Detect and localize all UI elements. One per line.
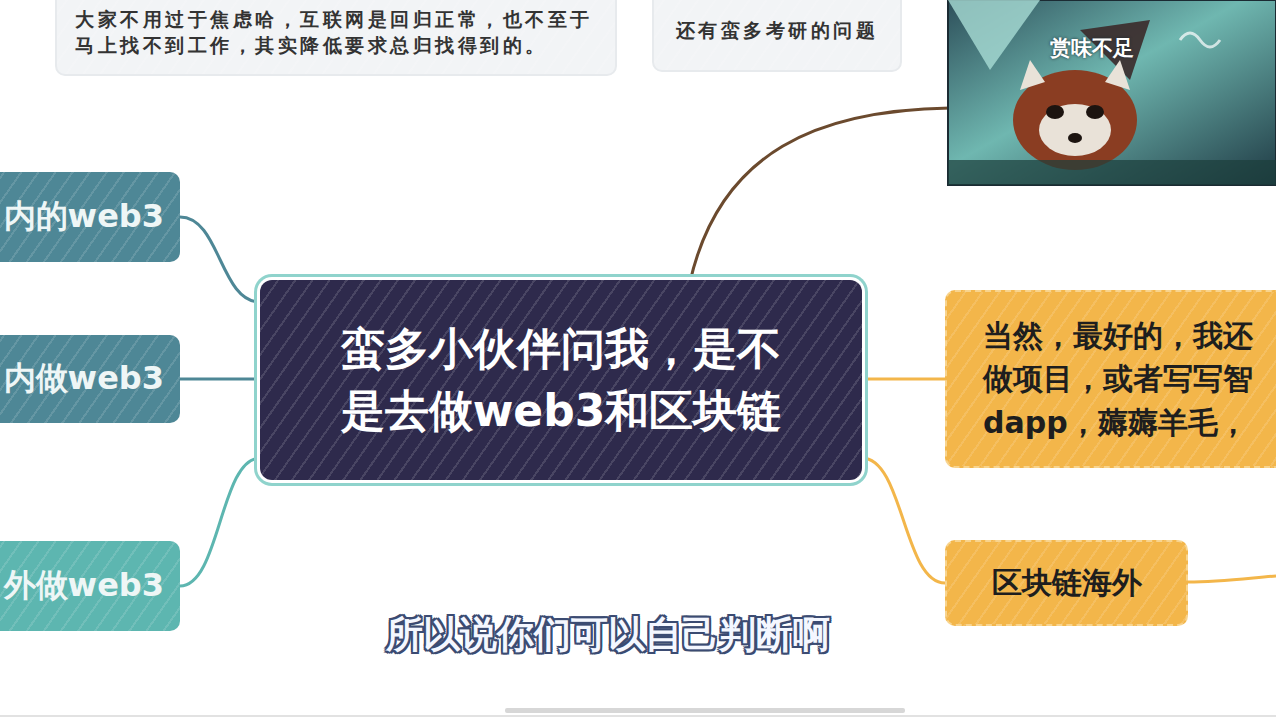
text-stack: 内的web3 [4,195,164,239]
window-edge [0,715,1276,717]
branch-connector [180,378,260,381]
branch-connector [180,458,260,586]
node-text: 大家不用过于焦虑哈，互联网是回归正常，也不至于 马上找不到工作，其实降低要求总归… [75,7,597,58]
branch-line [690,108,950,282]
text-stack: 区块链海外 [992,561,1142,605]
text-stack: 当然，最好的，我还 做项目，或者写写智 dapp，薅薅羊毛， [983,314,1268,445]
node-text: 蛮多小伙伴问我，是不 是去做web3和区块链 [326,318,796,441]
scrollbar [505,708,905,713]
topic-box: 内做web3 [0,335,180,423]
note-box: 还有蛮多考研的问题 [652,0,902,72]
watermark: 赏味不足 [1050,34,1134,62]
text-stack: 大家不用过于焦虑哈，互联网是回归正常，也不至于 马上找不到工作，其实降低要求总归… [75,7,597,58]
topic-box: 外做web3 [0,541,180,631]
branch-connector [862,458,945,583]
topic-box: 当然，最好的，我还 做项目，或者写写智 dapp，薅薅羊毛， [945,290,1276,468]
node-text: 内的web3 [4,195,164,239]
node-text: 还有蛮多考研的问题 [676,18,879,44]
video-thumbnail [948,0,1276,185]
text-stack: 蛮多小伙伴问我，是不 是去做web3和区块链 [326,318,796,441]
branch-connector [180,217,260,302]
node-text: 外做web3 [4,564,164,608]
subtitle: 所以说你们可以自己判断啊 [386,610,830,660]
topic-box: 区块链海外 [945,540,1188,626]
text-stack: 外做web3 [4,564,164,608]
branch-connector [862,378,945,381]
node-text: 区块链海外 [992,561,1142,605]
central-topic: 蛮多小伙伴问我，是不 是去做web3和区块链 [260,280,862,480]
topic-box: 内的web3 [0,172,180,262]
text-stack: 还有蛮多考研的问题 [676,18,879,44]
branch-line [1188,576,1276,582]
text-stack: 内做web3 [4,357,164,401]
node-text: 当然，最好的，我还 做项目，或者写写智 dapp，薅薅羊毛， [983,314,1268,445]
note-box: 大家不用过于焦虑哈，互联网是回归正常，也不至于 马上找不到工作，其实降低要求总归… [55,0,617,76]
node-text: 内做web3 [4,357,164,401]
